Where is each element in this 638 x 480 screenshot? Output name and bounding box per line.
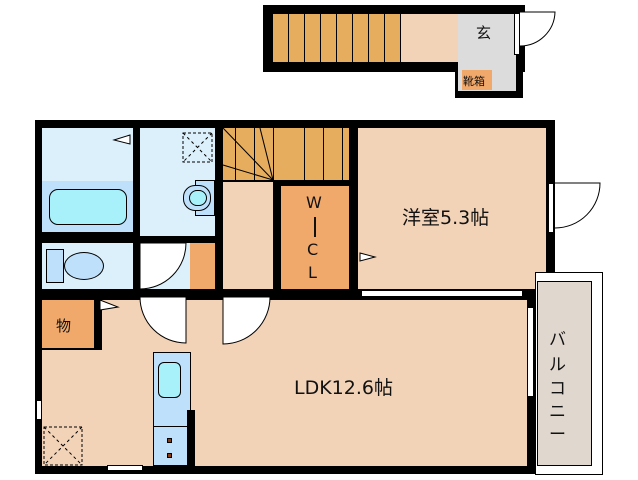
wic-letter-w: W <box>306 193 322 212</box>
western-room-sliding-door[interactable] <box>362 290 522 297</box>
washroom-door-swing <box>139 242 187 290</box>
hall-door-swing-1 <box>139 296 187 344</box>
balcony-label-4: ニ <box>549 402 566 422</box>
entrance-door-frame <box>514 13 520 55</box>
storage-vent-marker <box>99 299 120 311</box>
western-room-window[interactable] <box>548 183 554 233</box>
balcony-label-3: コ <box>549 379 566 399</box>
stair-winder-3 <box>259 127 274 181</box>
storage-label: 物 <box>56 317 72 335</box>
ldk-hatch-cross <box>43 426 83 466</box>
ldk-window-bottom[interactable] <box>107 465 143 471</box>
hall-door-swing-2 <box>222 296 271 345</box>
kitchen-wall <box>187 410 195 470</box>
stove-burner-1[interactable] <box>167 438 172 443</box>
ldk <box>42 300 527 466</box>
ldk-label: LDK12.6帖 <box>294 377 393 399</box>
wic-letter-l: L <box>308 263 317 282</box>
balcony-label-2: ル <box>549 355 566 375</box>
washbasin-bowl <box>189 190 207 206</box>
western-room-label: 洋室5.3帖 <box>402 207 490 229</box>
bath-vent-marker <box>112 134 131 145</box>
stair-landing-hall <box>223 182 273 289</box>
entrance-label: 玄 <box>476 24 492 42</box>
western-room-door-swing <box>554 182 601 229</box>
wic-letter-i <box>314 217 316 237</box>
stair-winder-1 <box>222 127 274 181</box>
ldk-window-left[interactable] <box>36 400 42 420</box>
washroom-hatch-cross <box>182 132 213 163</box>
shoe-box[interactable] <box>462 70 492 90</box>
entry-landing <box>401 14 458 62</box>
kitchen-stove-divider <box>153 426 191 427</box>
storage-closet[interactable] <box>42 300 94 348</box>
ldk-ceiling-hatch <box>43 426 83 466</box>
wic-letter-c: C <box>307 240 319 259</box>
linen-closet[interactable] <box>190 243 215 289</box>
toilet-tank <box>46 249 64 283</box>
balcony <box>537 281 592 466</box>
balcony-label-1: バ <box>549 330 566 350</box>
wic-vent-marker <box>359 252 377 262</box>
stair-winder-2 <box>222 164 274 181</box>
western-room <box>358 128 546 289</box>
washroom-ceiling-hatch <box>182 132 213 163</box>
walk-in-closet[interactable] <box>281 186 349 289</box>
toilet-bowl[interactable] <box>64 252 104 280</box>
entrance-door-swing <box>519 11 556 47</box>
stove-burner-2[interactable] <box>167 453 172 458</box>
balcony-sliding-door[interactable] <box>527 307 534 397</box>
shoe-box-label: 靴箱 <box>463 75 485 88</box>
bathtub <box>49 189 127 225</box>
kitchen-sink[interactable] <box>158 362 181 398</box>
entry-stairs <box>273 14 401 62</box>
balcony-label-5: ー <box>549 425 566 445</box>
